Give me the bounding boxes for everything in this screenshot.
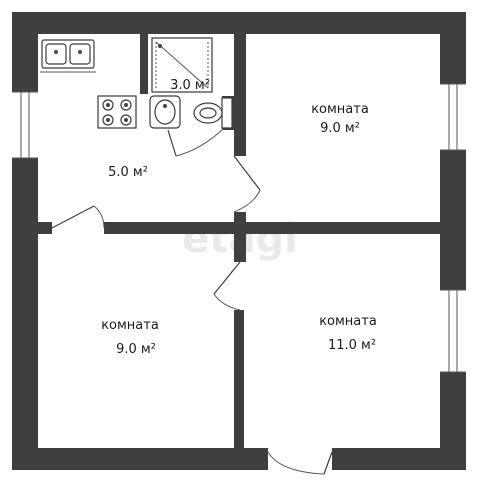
room-area: 11.0 м² (328, 338, 376, 353)
room-area: 9.0 м² (116, 342, 156, 357)
room-name: комната (319, 314, 377, 329)
outer-walls (12, 12, 466, 470)
room-kitchen: 5.0 м² (108, 165, 148, 180)
room-area: 3.0 м² (170, 78, 210, 93)
door-bathroom (167, 129, 223, 157)
shower-icon (151, 37, 213, 93)
washbasin-icon (149, 95, 181, 129)
stove-icon (97, 95, 137, 129)
room-name: комната (311, 102, 369, 117)
entrance-door (267, 448, 333, 475)
interior-walls (38, 34, 440, 448)
room-bottom-right: комната 11.0 м² (319, 314, 377, 353)
window-left (12, 91, 38, 159)
toilet-icon (193, 97, 233, 129)
room-top-right: комната 9.0 м² (311, 102, 369, 136)
room-area: 9.0 м² (320, 121, 360, 136)
window-right-bottom (440, 289, 466, 373)
room-bathroom: 3.0 м² (170, 78, 210, 93)
door-room-top-right (233, 155, 261, 213)
door-room-bottom-right (213, 261, 241, 311)
kitchen-sink-icon (40, 39, 96, 73)
door-room-bottom-left (51, 205, 105, 229)
room-name: комната (101, 318, 159, 333)
room-bottom-left: комната 9.0 м² (101, 318, 159, 357)
window-right-top (440, 83, 466, 151)
room-area: 5.0 м² (108, 165, 148, 180)
